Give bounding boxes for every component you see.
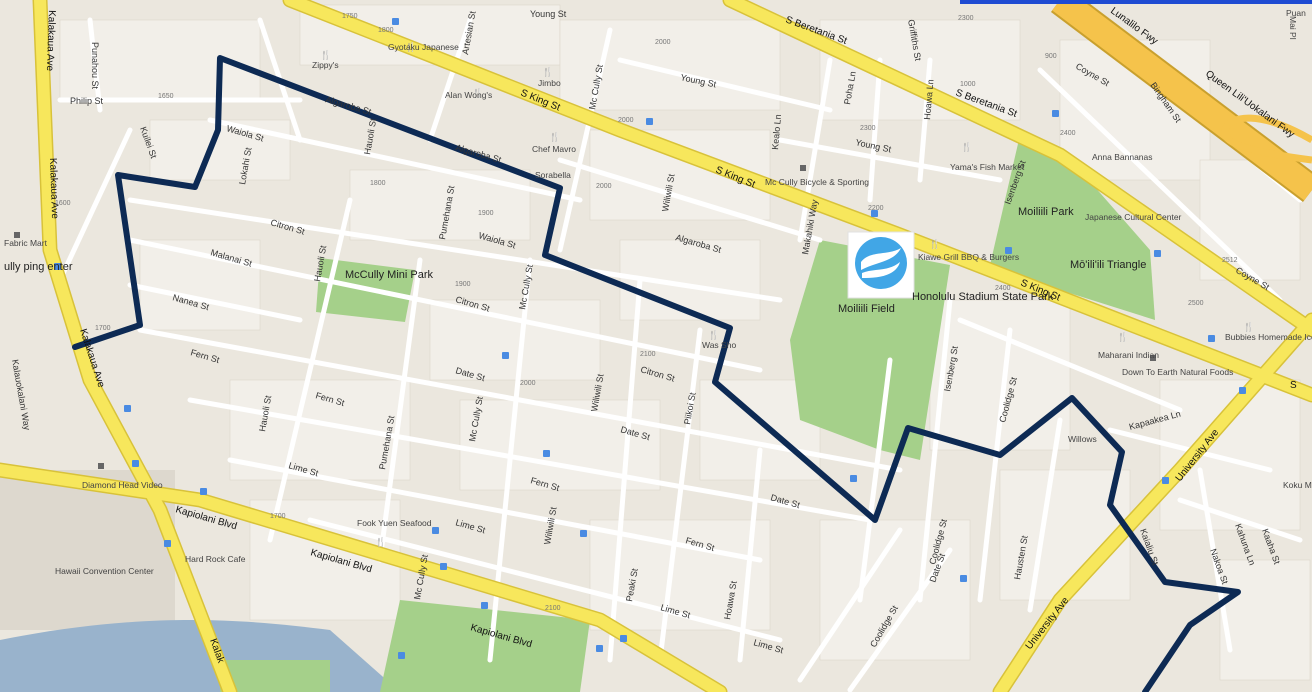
svg-text:Honolulu Stadium State Park: Honolulu Stadium State Park bbox=[912, 291, 1054, 303]
svg-text:2400: 2400 bbox=[995, 285, 1011, 292]
svg-text:Chef Mavro: Chef Mavro bbox=[532, 144, 576, 154]
svg-text:Japanese Cultural Center: Japanese Cultural Center bbox=[1085, 212, 1182, 222]
svg-text:Yama's Fish Market: Yama's Fish Market bbox=[950, 162, 1025, 172]
svg-text:Down To Earth Natural Foods: Down To Earth Natural Foods bbox=[1122, 367, 1233, 377]
svg-text:Kealo Ln: Kealo Ln bbox=[770, 114, 783, 150]
svg-text:🍴: 🍴 bbox=[472, 87, 483, 99]
svg-text:1900: 1900 bbox=[478, 210, 494, 217]
svg-text:2000: 2000 bbox=[596, 183, 612, 190]
svg-text:🍴: 🍴 bbox=[549, 131, 560, 143]
top-edge-bar bbox=[960, 0, 1312, 4]
svg-text:Fabric Mart: Fabric Mart bbox=[4, 238, 48, 248]
svg-text:Fook Yuen Seafood: Fook Yuen Seafood bbox=[357, 518, 432, 528]
minor-streets bbox=[57, 17, 1303, 692]
moiliili-park bbox=[990, 135, 1155, 320]
svg-text:Mc Cully Bicycle & Sporting: Mc Cully Bicycle & Sporting bbox=[765, 177, 869, 187]
svg-text:Jimbo: Jimbo bbox=[538, 78, 561, 88]
svg-text:🍴: 🍴 bbox=[320, 49, 331, 61]
svg-text:Hard Rock Cafe: Hard Rock Cafe bbox=[185, 554, 246, 564]
svg-text:Gyotaku Japanese: Gyotaku Japanese bbox=[388, 42, 459, 52]
svg-text:🍴: 🍴 bbox=[961, 141, 972, 153]
svg-text:2400: 2400 bbox=[1060, 130, 1076, 137]
svg-text:🍴: 🍴 bbox=[708, 329, 719, 341]
svg-text:Punahou St: Punahou St bbox=[90, 42, 100, 90]
svg-text:🍴: 🍴 bbox=[929, 238, 940, 250]
svg-text:Zippy's: Zippy's bbox=[312, 60, 339, 70]
svg-text:🍴: 🍴 bbox=[542, 66, 553, 78]
svg-text:1800: 1800 bbox=[378, 27, 394, 34]
svg-text:2300: 2300 bbox=[958, 15, 974, 22]
canal-park bbox=[220, 660, 330, 692]
svg-text:Young St: Young St bbox=[530, 9, 567, 19]
svg-text:Was Sho: Was Sho bbox=[702, 340, 736, 350]
logo-icon[interactable] bbox=[847, 231, 915, 299]
svg-text:Puan: Puan bbox=[1286, 8, 1306, 18]
place-labels: Zippy's Gyotaku Japanese Jimbo Alan Wong… bbox=[4, 8, 1312, 576]
svg-text:🍴: 🍴 bbox=[1117, 331, 1128, 343]
svg-text:900: 900 bbox=[1045, 53, 1057, 60]
svg-text:Philip St: Philip St bbox=[70, 96, 104, 106]
bus-stop-icon bbox=[54, 18, 1246, 659]
svg-text:🍴: 🍴 bbox=[405, 41, 416, 53]
svg-text:Mō'ili'ili Triangle: Mō'ili'ili Triangle bbox=[1070, 259, 1146, 271]
svg-text:Kalakaua Ave: Kalakaua Ave bbox=[47, 158, 60, 220]
svg-text:Anna Bannanas: Anna Bannanas bbox=[1092, 152, 1153, 162]
svg-text:1650: 1650 bbox=[158, 93, 174, 100]
svg-text:1800: 1800 bbox=[370, 180, 386, 187]
svg-text:1700: 1700 bbox=[95, 325, 111, 332]
svg-text:Bubbies Homemade Ice Cream: Bubbies Homemade Ice Cream bbox=[1225, 332, 1312, 342]
address-numbers: 1750 1800 1650 1600 1800 1900 2000 2000 … bbox=[55, 13, 1238, 612]
svg-text:Hoawa Ln: Hoawa Ln bbox=[922, 79, 935, 120]
svg-text:🍴: 🍴 bbox=[1243, 321, 1254, 333]
svg-text:Kalakaua Ave: Kalakaua Ave bbox=[44, 10, 57, 72]
route-boundary bbox=[72, 55, 1241, 692]
svg-text:Sorabella: Sorabella bbox=[535, 170, 571, 180]
svg-text:2100: 2100 bbox=[640, 351, 656, 358]
svg-text:Hawaii Convention Center: Hawaii Convention Center bbox=[55, 566, 154, 576]
svg-text:S: S bbox=[1290, 380, 1297, 391]
svg-text:1000: 1000 bbox=[960, 81, 976, 88]
svg-text:McCully Mini Park: McCully Mini Park bbox=[345, 269, 434, 281]
svg-text:1750: 1750 bbox=[342, 13, 358, 20]
ala-wai-park bbox=[380, 600, 590, 692]
svg-text:2200: 2200 bbox=[868, 205, 884, 212]
lunalilo-freeway bbox=[1050, 0, 1312, 202]
svg-text:1600: 1600 bbox=[55, 200, 71, 207]
svg-text:2300: 2300 bbox=[860, 125, 876, 132]
svg-text:Moiliili Park: Moiliili Park bbox=[1018, 206, 1074, 218]
svg-text:Moiliili Field: Moiliili Field bbox=[838, 303, 895, 315]
svg-text:Kiawe Grill BBQ & Burgers: Kiawe Grill BBQ & Burgers bbox=[918, 252, 1019, 262]
svg-text:2000: 2000 bbox=[520, 380, 536, 387]
svg-text:1900: 1900 bbox=[455, 281, 471, 288]
svg-text:Diamond Head Video: Diamond Head Video bbox=[82, 480, 163, 490]
svg-text:2100: 2100 bbox=[545, 605, 561, 612]
svg-text:2000: 2000 bbox=[618, 117, 634, 124]
svg-text:Alan Wong's: Alan Wong's bbox=[445, 90, 492, 100]
svg-text:Willows: Willows bbox=[1068, 434, 1097, 444]
restaurant-icon: 🍴 🍴 🍴 🍴 🍴 🍴 🍴 🍴 🍴 🍴 🍴 bbox=[320, 41, 1254, 548]
svg-text:ully ping enter: ully ping enter bbox=[4, 261, 73, 273]
svg-text:2000: 2000 bbox=[655, 39, 671, 46]
svg-text:🍴: 🍴 bbox=[375, 536, 386, 548]
svg-text:1700: 1700 bbox=[270, 513, 286, 520]
svg-text:Mai Pl: Mai Pl bbox=[1288, 16, 1298, 40]
svg-text:2512: 2512 bbox=[1222, 257, 1238, 264]
svg-text:2500: 2500 bbox=[1188, 300, 1204, 307]
shopping-icon bbox=[14, 165, 1156, 469]
svg-text:Koku Marke: Koku Marke bbox=[1283, 480, 1312, 490]
svg-text:Maharani Indian: Maharani Indian bbox=[1098, 350, 1159, 360]
